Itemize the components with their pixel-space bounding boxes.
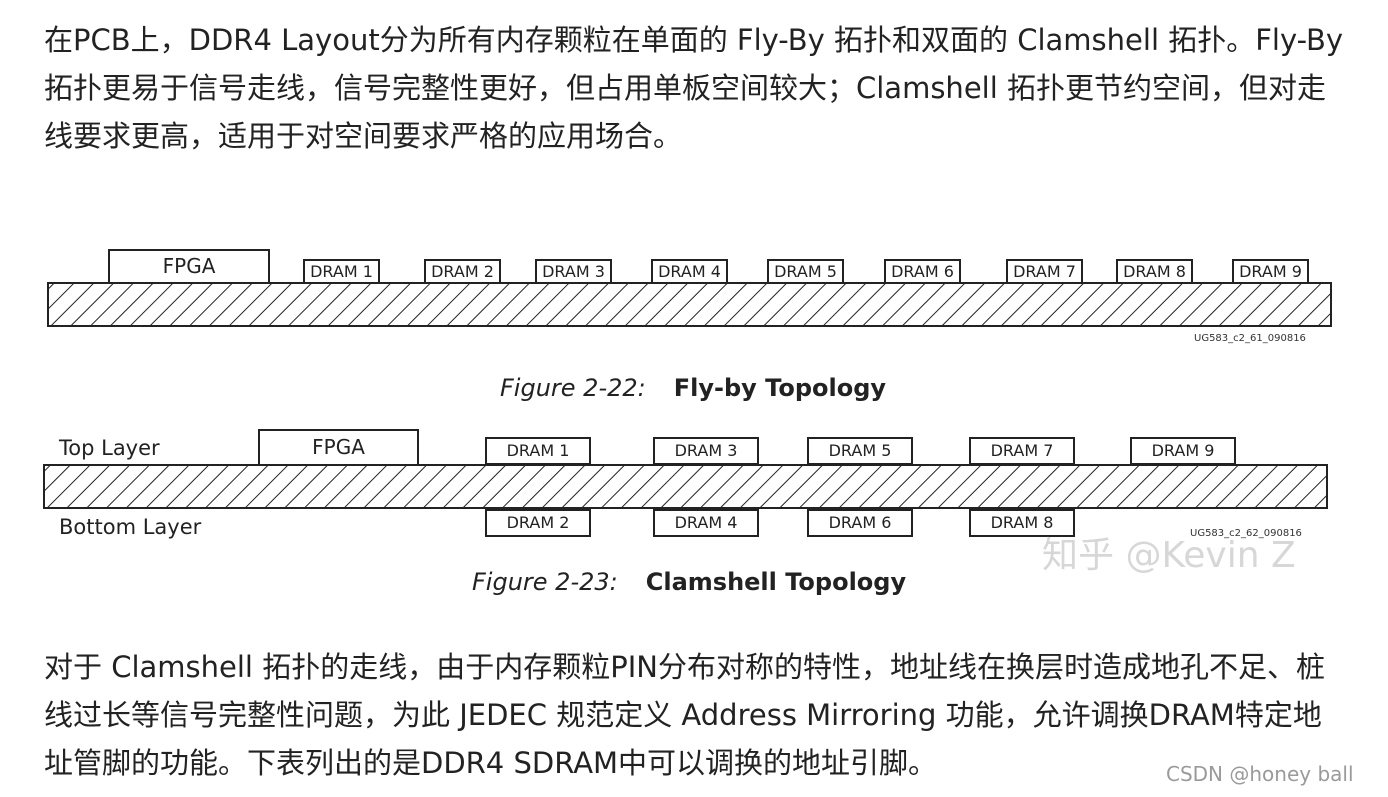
clamshell-top-dram-7: DRAM 7 [969,437,1075,465]
csdn-watermark: CSDN @honey ball [1166,762,1354,786]
clamshell-caption-title: Clamshell Topology [645,568,907,596]
flyby-caption-title: Fly-by Topology [673,374,887,402]
clamshell-pcb-board [43,464,1328,509]
flyby-caption: Figure 2-22: Fly-by Topology [500,374,886,402]
clamshell-top-dram-5: DRAM 5 [807,437,913,465]
top-layer-label: Top Layer [59,436,160,460]
flyby-dram-6: DRAM 6 [884,259,961,284]
flyby-fpga-chip: FPGA [108,249,270,284]
clamshell-caption: Figure 2-23: Clamshell Topology [472,568,906,596]
clamshell-figure-code: UG583_c2_62_090816 [1190,528,1302,539]
flyby-caption-number: Figure 2-22: [500,374,646,402]
mirroring-paragraph: 对于 Clamshell 拓扑的走线，由于内存颗粒PIN分布对称的特性，地址线在… [44,650,1325,780]
clamshell-top-dram-1: DRAM 1 [485,437,591,465]
flyby-dram-4: DRAM 4 [651,259,728,284]
flyby-dram-7: DRAM 7 [1006,259,1083,284]
clamshell-bottom-dram-4: DRAM 4 [653,509,759,537]
flyby-dram-9: DRAM 9 [1232,259,1309,284]
flyby-dram-1: DRAM 1 [303,259,380,284]
intro-paragraph: 在PCB上，DDR4 Layout分为所有内存颗粒在单面的 Fly-By 拓扑和… [44,23,1344,153]
clamshell-caption-number: Figure 2-23: [472,568,618,596]
flyby-dram-3: DRAM 3 [535,259,612,284]
zhihu-watermark: 知乎 @Kevin Z [1042,535,1296,576]
flyby-figure-code: UG583_c2_61_090816 [1194,333,1306,344]
clamshell-bottom-dram-2: DRAM 2 [485,509,591,537]
flyby-pcb-board [47,282,1332,327]
clamshell-bottom-dram-8: DRAM 8 [969,509,1075,537]
clamshell-fpga-chip: FPGA [258,429,419,466]
clamshell-bottom-dram-6: DRAM 6 [807,509,913,537]
flyby-dram-2: DRAM 2 [424,259,501,284]
flyby-dram-8: DRAM 8 [1116,259,1193,284]
bottom-layer-label: Bottom Layer [59,515,202,539]
flyby-dram-5: DRAM 5 [767,259,844,284]
clamshell-top-dram-3: DRAM 3 [653,437,759,465]
clamshell-top-dram-9: DRAM 9 [1130,437,1236,465]
